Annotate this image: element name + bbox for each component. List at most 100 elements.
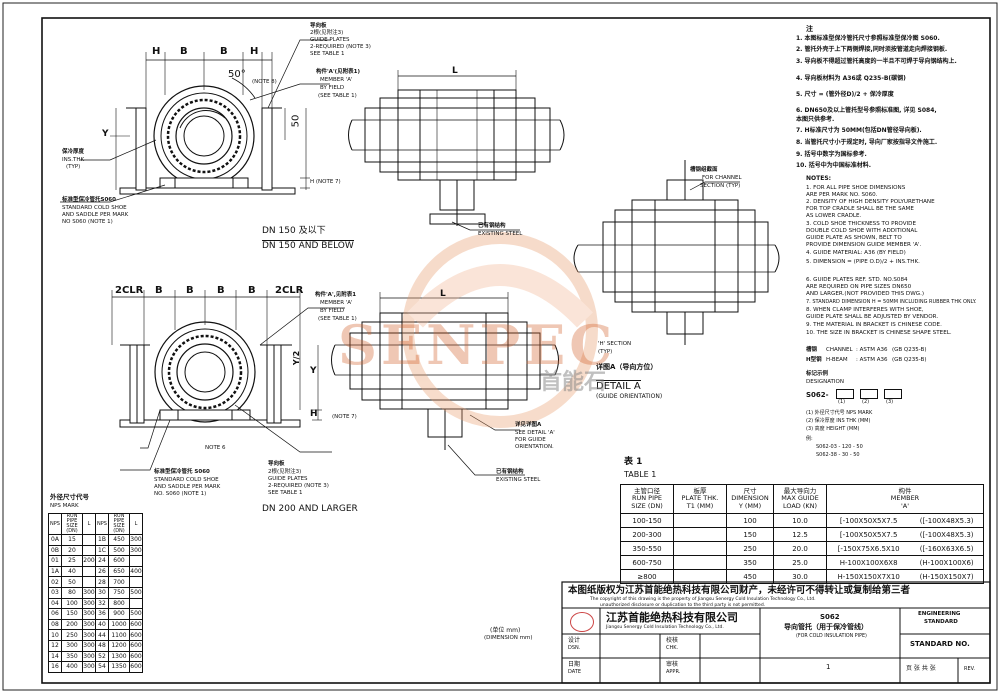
ordering-box-label-1: (1) <box>838 399 846 405</box>
v2-note7: (NOTE 7) <box>332 414 357 420</box>
note-en: 10. THE SIZE IN BRACKET IS CHINESE SHAPE… <box>806 330 952 336</box>
drawing-title-en: (FOR COLD INSULATION PIPE) <box>796 634 867 639</box>
v2-shoe-en: STANDARD COLD SHOE <box>154 477 219 483</box>
guide-plate-en: GUIDE PLATES <box>310 37 350 43</box>
note-cn: 10. 括号中为中国标准材料. <box>796 162 871 169</box>
company-logo <box>570 612 594 632</box>
drawing-title-cn: 导向管托（用于保冷管线） <box>784 623 868 631</box>
ordering-desc-3: (3) 高度 HEIGHT (MM) <box>806 426 860 432</box>
title-block-lines <box>561 581 991 684</box>
v2-shoe-cn: 标准型保冷管托 S060 <box>154 469 210 475</box>
material-2-cnstd: (GB Q235-B) <box>892 357 927 363</box>
v2-member-field: BY FIELD <box>320 308 345 314</box>
note-en: FOR TOP CRADLE SHALL BE THE SAME <box>806 206 914 212</box>
note-cn: 1. 本图标准型保冷管托尺寸参照标准型保冷图 S060. <box>796 35 940 42</box>
view2-title-en: DN 200 AND LARGER <box>262 504 358 514</box>
see-detail-cn: 详见详图A <box>515 422 542 428</box>
dim-2clr-right: 2CLR <box>275 285 304 296</box>
dim-b-3: B <box>155 285 163 296</box>
note-en: 9. THE MATERIAL IN BRACKET IS CHINESE CO… <box>806 322 942 328</box>
existing-steel-cn-1: 已有钢结构 <box>478 223 506 229</box>
see-detail-en: SEE DETAIL 'A' <box>515 430 555 436</box>
guide-plate-cn: 导向板 <box>310 23 327 29</box>
company-name-cn: 江苏首能绝热科技有限公司 <box>606 611 738 624</box>
note-cn: 7. H标准尺寸为 50MM(包括DN管径导向板). <box>796 127 922 134</box>
dim-2clr-left: 2CLR <box>115 285 144 296</box>
note-en: PROVIDE DIMENSION GUIDE MEMBER 'A'. <box>806 242 922 248</box>
dim-b-1: B <box>180 46 188 57</box>
ins-thk-typ: (TYP) <box>66 164 81 170</box>
ordering-box-1 <box>836 389 854 399</box>
material-1-cnstd: (GB Q235-B) <box>892 347 927 353</box>
senpec-watermark <box>402 232 598 428</box>
v2-shoe-note: NO. S060 (NOTE 1) <box>154 491 207 497</box>
notes-cn-title: 注 <box>806 25 813 33</box>
v2-shoe-mark: AND SADDLE PER MARK <box>154 484 221 490</box>
std-shoe-note: NO S060 (NOTE 1) <box>62 219 113 225</box>
copyright-cn: 本图纸版权为江苏首能绝热科技有限公司财产，未经许可不得转让或复制给第三者 <box>568 585 911 596</box>
company-name-en: Jiangsu Senergy Cold Insulation Technolo… <box>606 625 724 630</box>
note-en: GUIDE PLATE AS SHOWN, BELT TO <box>806 235 902 241</box>
nps-title-cn: 外径尺寸代号 <box>50 493 89 501</box>
approve-en: APPR. <box>666 669 681 675</box>
eng-standard-1: ENGINEERING <box>918 611 961 617</box>
dim-angle: 50° <box>228 69 246 80</box>
dim-b-4: B <box>186 285 194 296</box>
note-en: 1. FOR ALL PIPE SHOE DIMENSIONS <box>806 185 906 191</box>
table1-title-cn: 表 1 <box>624 457 643 467</box>
ordering-box-label-3: (3) <box>886 399 894 405</box>
dim-h-v2: H <box>310 409 318 419</box>
existing-steel-cn-2: 已有钢结构 <box>496 469 524 475</box>
note-cn: 6. DN650及以上管托型号参照标准图, 详见 S084, <box>796 107 937 114</box>
note-en: 8. WHEN CLAMP INTERFERES WITH SHOE, <box>806 307 924 313</box>
check-en: CHK. <box>666 645 679 651</box>
dim-h-right: H <box>250 46 259 57</box>
plan-view-top <box>348 70 565 231</box>
sheet-of-label: 页 张 共 张 <box>906 665 936 672</box>
detail-a-view <box>573 160 780 345</box>
channel-en: FOR CHANNEL <box>702 175 742 181</box>
dim-y-right: Y <box>310 366 317 376</box>
note-cn: 5. 尺寸 = (管外径D)/2 + 保冷厚度 <box>796 91 894 98</box>
note-en: 4. GUIDE MATERIAL: A36 (BY FIELD) <box>806 250 906 256</box>
member-a-field: BY FIELD <box>320 85 345 91</box>
ordering-desc-2: (2) 保冷厚度 INS THK (MM) <box>806 418 871 424</box>
view-dn200-larger <box>111 290 345 471</box>
guide-plate-see: SEE TABLE 1 <box>310 51 345 57</box>
dim-b-5: B <box>217 285 225 296</box>
note-en: AND LARGER.(NOT PROVIDED THIS DWG.) <box>806 291 925 297</box>
note-en: 6. GUIDE PLATES REF. STD. NO.S084 <box>806 277 908 283</box>
v2-guide-en-2: 2-REQUIRED (NOTE 3) <box>268 483 329 489</box>
v2-guide-cn-2: 2根(见附注3) <box>268 469 302 475</box>
note-en: AS LOWER CRADLE. <box>806 213 862 219</box>
design-en: DSN. <box>568 645 581 651</box>
note-cn: 8. 当管托尺寸小于规定时, 导向厂家按指导文件施工. <box>796 139 938 146</box>
nps-header-row: NPS RUN PIPE SIZE (DN) L NPS RUN PIPE SI… <box>48 513 143 535</box>
v2-guide-see: SEE TABLE 1 <box>268 490 303 496</box>
dim-h-left: H <box>152 46 161 57</box>
standard-no-label: STANDARD NO. <box>910 640 970 648</box>
member-a-table: (SEE TABLE 1) <box>318 93 357 99</box>
dim-y-left: Y <box>102 129 109 139</box>
watermark-logo: SENPEC <box>338 313 617 377</box>
h-section-label: 'H' SECTION <box>598 341 632 347</box>
see-detail-guide: FOR GUIDE <box>515 437 546 443</box>
note-en: DOUBLE COLD SHOE WITH ADDITIONAL <box>806 228 918 234</box>
